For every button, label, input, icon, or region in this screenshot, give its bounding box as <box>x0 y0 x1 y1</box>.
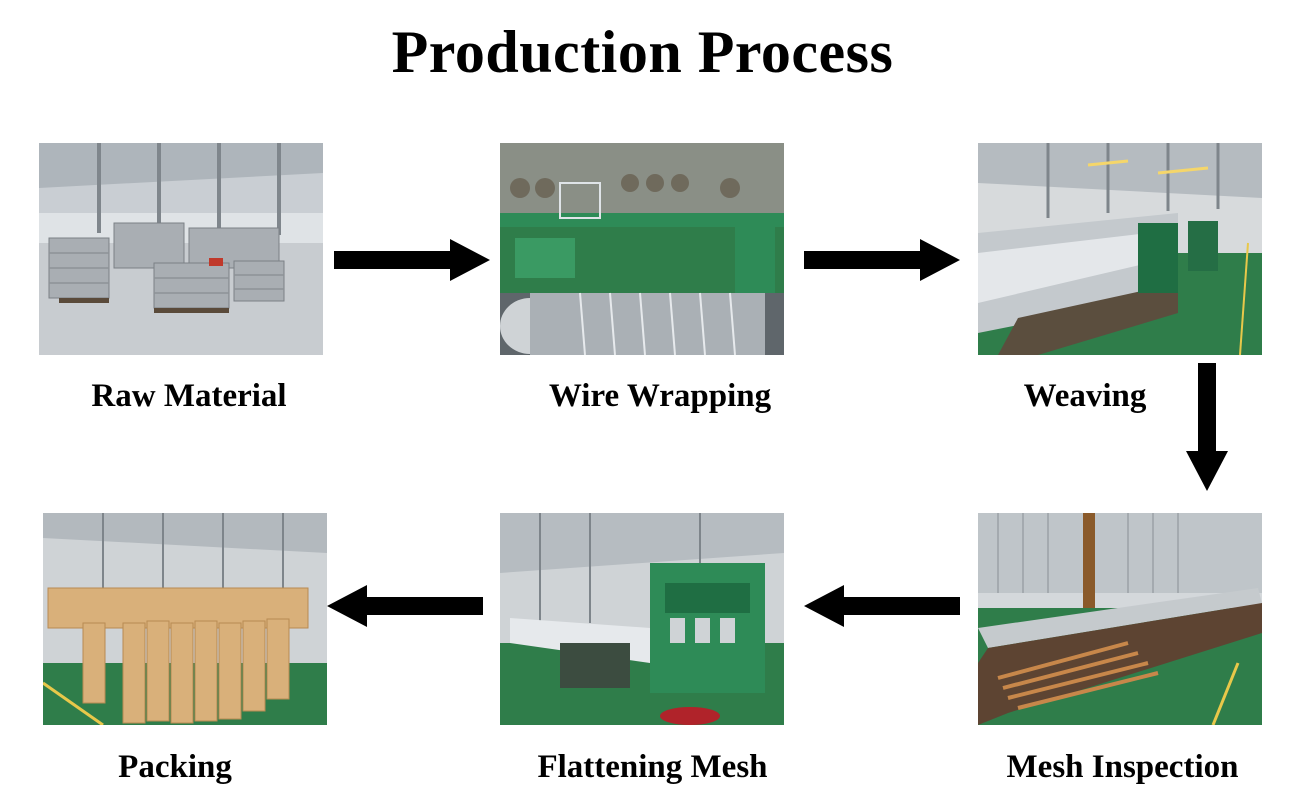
mesh-inspection-photo <box>978 513 1262 725</box>
arrow-left-icon <box>804 585 960 627</box>
step-label-raw-material: Raw Material <box>91 378 287 414</box>
step-label-packing: Packing <box>118 749 232 785</box>
weaving-photo <box>978 143 1262 355</box>
step-label-mesh-inspection: Mesh Inspection <box>1006 749 1239 785</box>
flattening-mesh-photo <box>500 513 784 725</box>
arrow-down-icon <box>1186 363 1228 491</box>
step-label-weaving: Weaving <box>1023 378 1147 414</box>
page-title: Production Process <box>391 19 894 85</box>
packing-photo <box>43 513 327 725</box>
arrow-right-icon <box>334 239 490 281</box>
arrow-right-icon <box>804 239 960 281</box>
raw-material-photo <box>39 143 323 355</box>
arrow-left-icon <box>327 585 483 627</box>
wire-wrapping-photo <box>500 143 784 355</box>
step-label-wire-wrapping: Wire Wrapping <box>548 378 772 414</box>
step-label-flattening-mesh: Flattening Mesh <box>537 749 768 785</box>
